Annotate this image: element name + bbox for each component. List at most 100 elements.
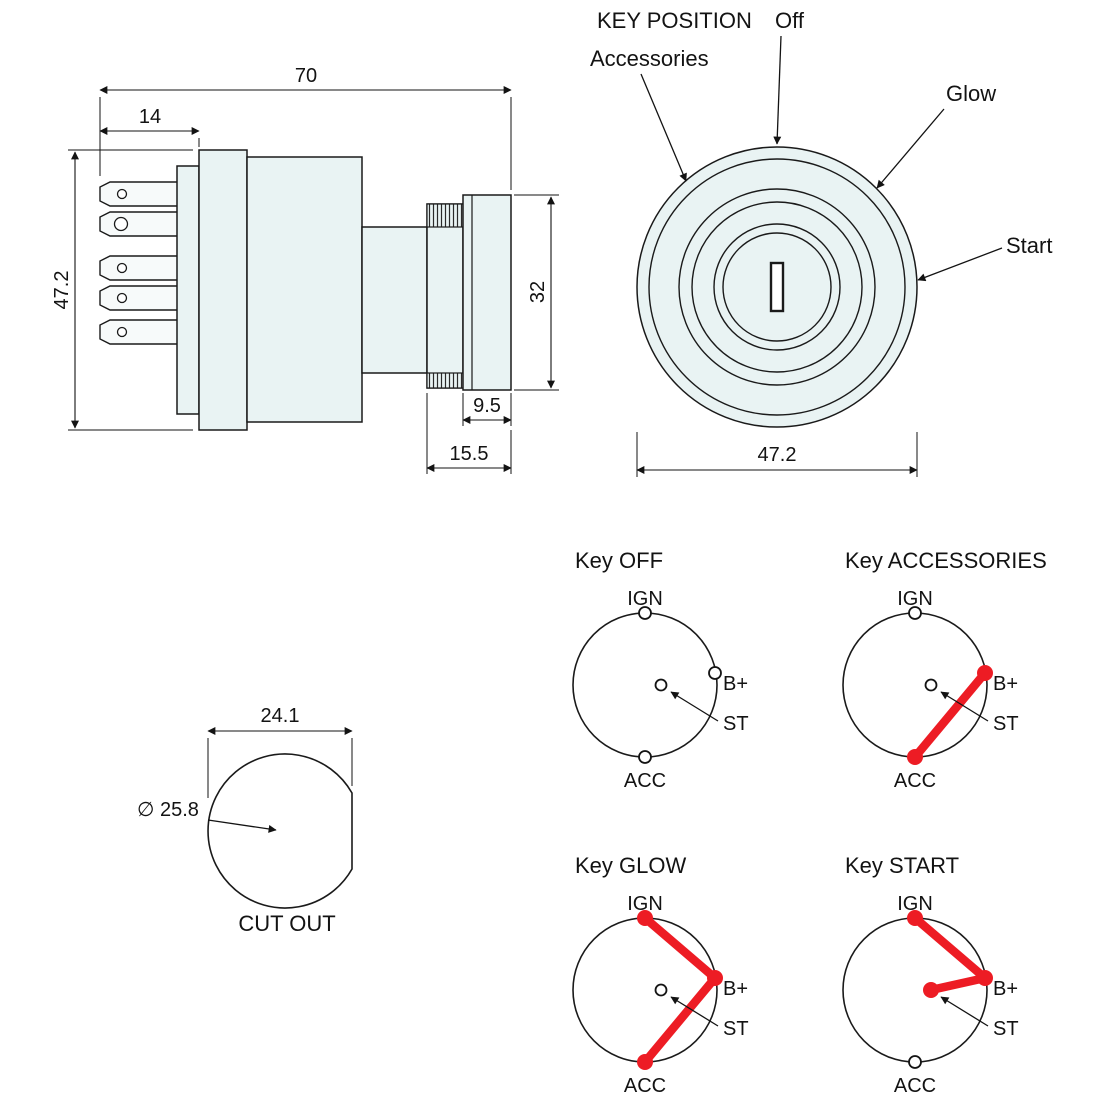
face-ring [722, 232, 832, 342]
circuit-title: Key ACCESSORIES [845, 548, 1047, 573]
leader-arrow-diameter [207, 819, 277, 833]
face-ring [678, 188, 876, 386]
dim-body-diameter-label: 47.2 [51, 271, 73, 310]
dim-front-depth-label: 15.5 [450, 443, 489, 465]
terminal-label-st: ST [723, 713, 749, 735]
key-slot [769, 261, 785, 313]
face-ring [691, 201, 863, 373]
terminal-label-acc: ACC [894, 1075, 936, 1097]
terminal-ign [638, 606, 652, 620]
terminal-acc-active [637, 1054, 653, 1070]
rear-cap [176, 165, 200, 415]
terminal-st [654, 678, 668, 692]
cutout-view: 24.1 ∅ 25.8 CUT OUT [137, 705, 353, 936]
front-view: KEY POSITION Accessories Off Glow Start … [590, 8, 1052, 477]
side-view: 70 14 47.2 32 9.5 15.5 [51, 65, 559, 474]
terminal-hole [116, 292, 128, 304]
dim-bezel-depth-label: 9.5 [473, 395, 501, 417]
leader-arrow-start [917, 247, 1003, 282]
face-ring [648, 158, 906, 416]
circuit-key-glow: Key GLOW IGN ACC B+ ST [572, 853, 749, 1097]
threads-top [426, 203, 464, 228]
dim-bezel-diameter-label: 32 [527, 281, 549, 303]
leader-arrow-glow [876, 108, 945, 189]
terminal-bplus [708, 666, 722, 680]
circuit-key-off: Key OFF IGN ACC B+ ST [572, 548, 749, 792]
terminal-label-st: ST [993, 713, 1019, 735]
circuit-circle [572, 612, 718, 758]
terminal-ign-active [637, 910, 653, 926]
position-label-accessories: Accessories [590, 46, 709, 71]
circuit-title: Key GLOW [575, 853, 686, 878]
connection-bplus-acc [910, 668, 990, 762]
circuit-circle [842, 917, 988, 1063]
terminal-bplus-active [977, 970, 993, 986]
circuit-key-start: Key START IGN ACC B+ ST [842, 853, 1019, 1097]
terminal-label-acc: ACC [894, 770, 936, 792]
dim-flat-width-label: 24.1 [261, 705, 300, 727]
switch-body [246, 156, 363, 423]
terminal-acc [908, 1055, 922, 1069]
terminal-ign-active [907, 910, 923, 926]
st-leader-arrow [940, 691, 989, 722]
st-leader-arrow [940, 996, 989, 1027]
terminal-hole [113, 216, 129, 232]
spade-terminal [99, 181, 181, 207]
spade-terminal [99, 285, 181, 311]
threads-bottom [426, 372, 464, 389]
circuit-key-accessories: Key ACCESSORIES IGN ACC B+ ST [842, 548, 1047, 792]
terminal-label-st: ST [723, 1018, 749, 1040]
terminal-label-bplus: B+ [993, 673, 1018, 695]
circuit-circle [572, 917, 718, 1063]
terminal-label-st: ST [993, 1018, 1019, 1040]
spade-terminal [99, 211, 181, 237]
position-label-start: Start [1006, 233, 1052, 258]
terminal-hole [116, 188, 128, 200]
spade-terminal [99, 319, 181, 345]
cutout-label: CUT OUT [238, 911, 335, 936]
terminal-label-ign: IGN [627, 588, 663, 610]
terminal-label-ign: IGN [897, 588, 933, 610]
mounting-flange [198, 149, 248, 431]
side-view-dimensions: 70 14 47.2 32 9.5 15.5 [51, 65, 559, 474]
terminal-label-ign: IGN [897, 893, 933, 915]
terminal-bplus-active [977, 665, 993, 681]
dim-face-diameter-label: 47.2 [758, 444, 797, 466]
position-label-off: Off [775, 8, 805, 33]
terminal-acc [638, 750, 652, 764]
leader-arrow-off [773, 35, 782, 145]
st-leader-arrow [670, 996, 719, 1027]
terminal-label-bplus: B+ [993, 978, 1018, 1000]
terminal-label-acc: ACC [624, 1075, 666, 1097]
terminal-label-bplus: B+ [723, 673, 748, 695]
face-ring [713, 223, 841, 351]
terminal-acc-active [907, 749, 923, 765]
terminal-st [654, 983, 668, 997]
circuit-title: Key START [845, 853, 959, 878]
spade-terminal [99, 255, 181, 281]
terminal-label-ign: IGN [627, 893, 663, 915]
shaft [361, 226, 428, 374]
terminal-label-bplus: B+ [723, 978, 748, 1000]
cutout-hole-shape [207, 753, 353, 909]
key-position-title: KEY POSITION [597, 8, 752, 33]
terminal-hole [116, 262, 128, 274]
leader-arrow-accessories [640, 73, 687, 182]
threaded-section [426, 203, 464, 389]
terminal-st [924, 678, 938, 692]
terminal-ign [908, 606, 922, 620]
terminal-st-active [923, 982, 939, 998]
front-bezel [462, 194, 512, 391]
circuit-circle [842, 612, 988, 758]
dim-hole-diameter-label: ∅ 25.8 [137, 799, 199, 821]
terminal-prongs [99, 181, 181, 345]
terminal-label-acc: ACC [624, 770, 666, 792]
circuit-title: Key OFF [575, 548, 663, 573]
dim-overall-length-label: 70 [295, 65, 317, 87]
position-label-glow: Glow [946, 81, 996, 106]
terminal-hole [116, 326, 128, 338]
terminal-bplus-active [707, 970, 723, 986]
st-leader-arrow [670, 691, 719, 722]
